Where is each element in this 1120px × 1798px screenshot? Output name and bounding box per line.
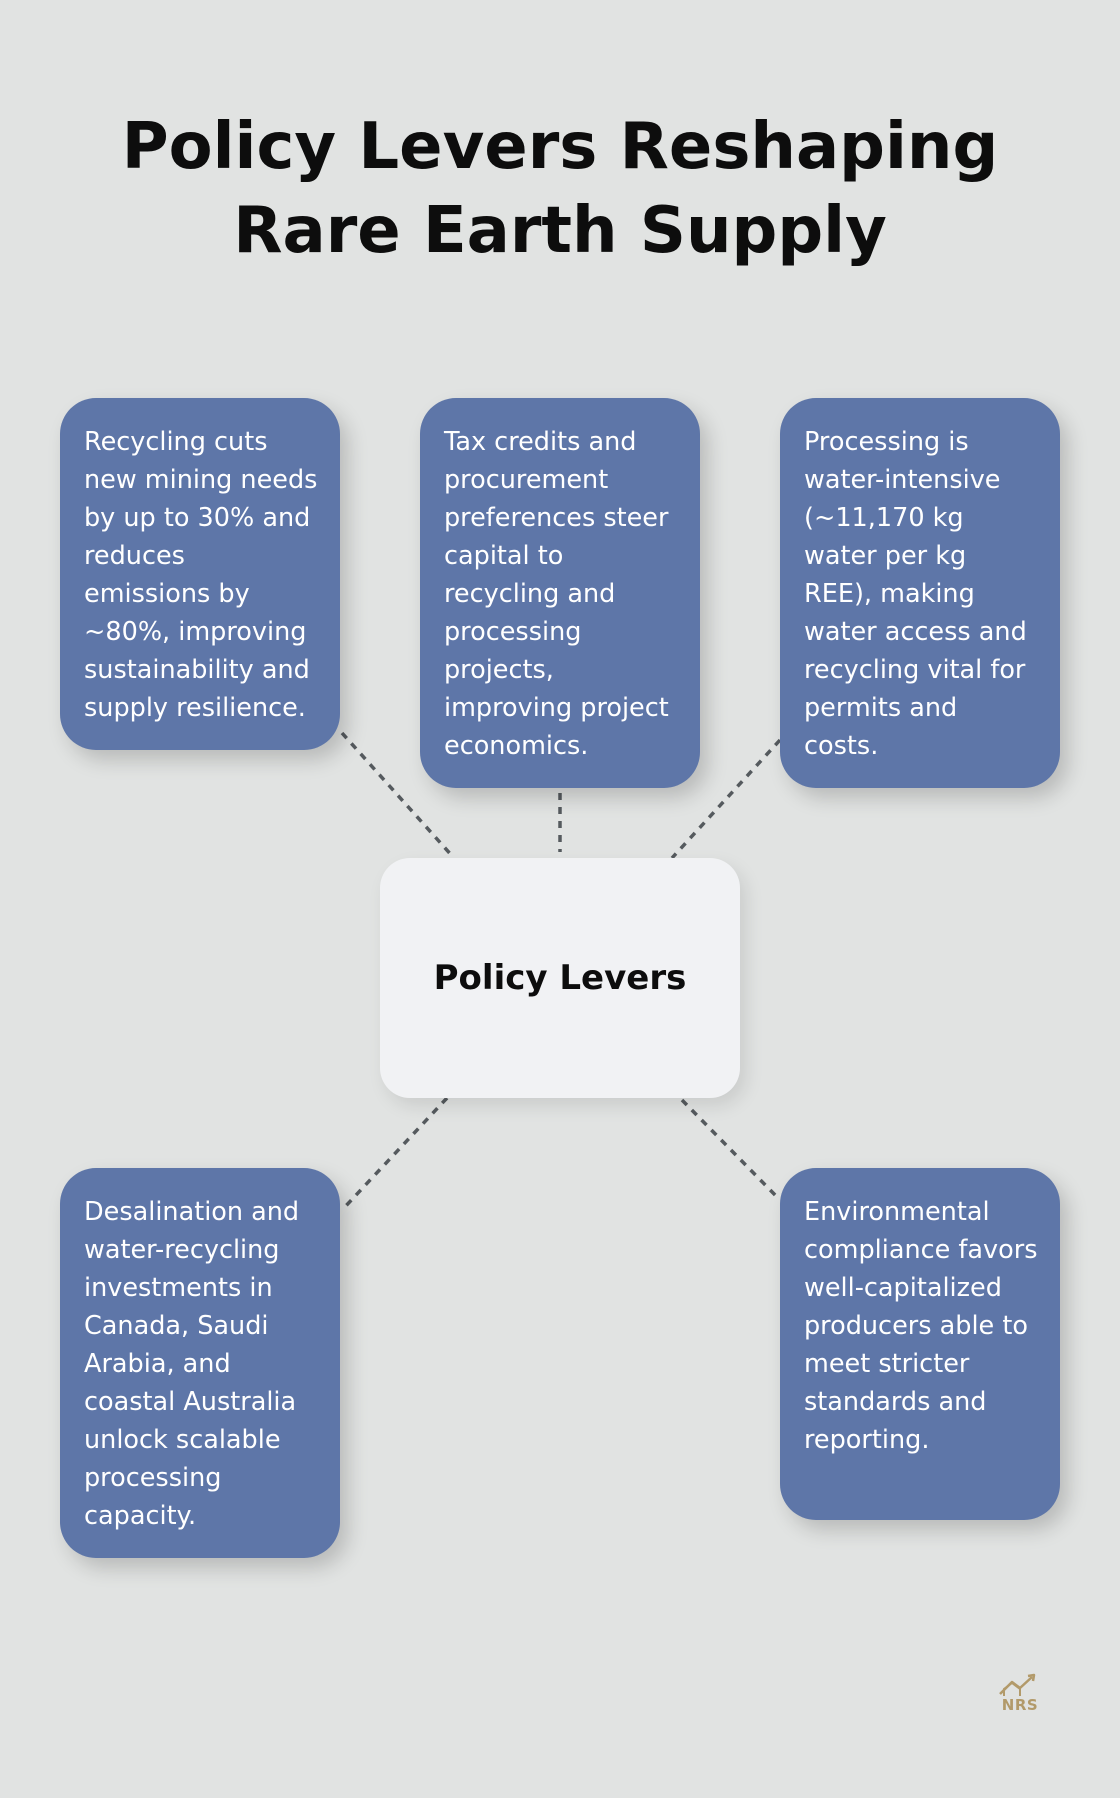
policy-card-text: Tax credits and procurement preferences …	[444, 427, 669, 761]
hub-label: Policy Levers	[433, 958, 687, 998]
policy-card-text: Environmental compliance favors well-cap…	[804, 1197, 1038, 1455]
policy-card-text: Desalination and water-recycling investm…	[84, 1197, 300, 1531]
page-title: Policy Levers Reshaping Rare Earth Suppl…	[121, 110, 999, 268]
policy-card-recycling: Recycling cuts new mining needs by up to…	[60, 398, 340, 750]
connector-line-5	[680, 1098, 782, 1202]
connector-line-4	[340, 1096, 449, 1212]
policy-card-tax-credits: Tax credits and procurement preferences …	[420, 398, 700, 788]
policy-card-desalination: Desalination and water-recycling investm…	[60, 1168, 340, 1558]
logo-text: NRS	[1001, 1696, 1039, 1714]
policy-card-water-intensity: Processing is water-intensive (~11,170 k…	[780, 398, 1060, 788]
house-chart-icon	[999, 1673, 1036, 1696]
brand-logo: NRS	[994, 1672, 1046, 1720]
policy-card-text: Processing is water-intensive (~11,170 k…	[804, 427, 1027, 761]
policy-card-environmental-compliance: Environmental compliance favors well-cap…	[780, 1168, 1060, 1520]
policy-card-text: Recycling cuts new mining needs by up to…	[84, 427, 318, 723]
hub-node: Policy Levers	[380, 858, 740, 1098]
